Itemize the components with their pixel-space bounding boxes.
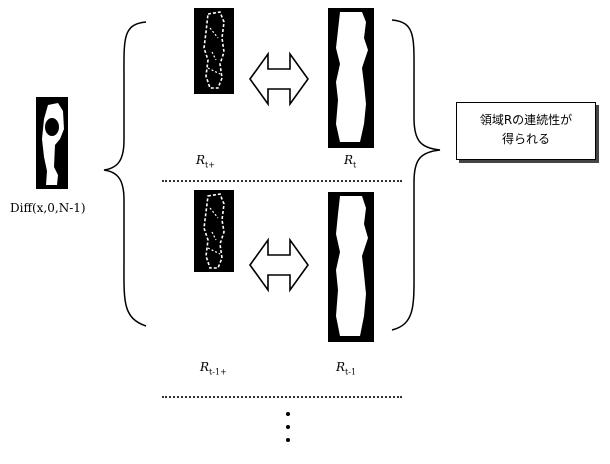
row1-left-image: [194, 8, 234, 94]
row1-left-label-main: R: [196, 153, 205, 167]
row2-right-label-sub: t-1: [345, 367, 356, 376]
source-figure-shape: [36, 97, 68, 189]
continuation-dot: [286, 438, 290, 442]
row1-right-image: [328, 8, 374, 148]
row1-left-label: Rt+: [196, 153, 215, 172]
row2-right-figure-shape: [328, 192, 374, 342]
row2-left-figure-shape: [194, 190, 234, 272]
row1-right-figure-shape: [328, 8, 374, 148]
result-note-line1: 領域Rの連続性が: [457, 111, 595, 130]
continuation-dots: [286, 412, 292, 451]
row1-left-figure-shape: [194, 8, 234, 94]
row2-left-image: [194, 190, 234, 272]
left-grouping-brace: [100, 20, 150, 330]
row1-separator: [162, 180, 402, 182]
source-label: Diff(x,0,N-1): [10, 201, 86, 215]
row1-double-arrow: [246, 50, 312, 108]
row1-right-label-sub: t: [353, 160, 356, 169]
row1-left-label-sub: t+: [205, 160, 215, 169]
continuation-dot: [286, 425, 290, 429]
row2-right-label-main: R: [336, 360, 345, 374]
right-grouping-brace: [388, 18, 444, 334]
row2-separator: [162, 396, 402, 398]
row1-right-label-main: R: [344, 153, 353, 167]
row1-right-label: Rt: [344, 153, 356, 172]
result-note-box: 領域Rの連続性が 得られる: [456, 102, 596, 160]
result-note-line2: 得られる: [457, 130, 595, 149]
row2-left-label-main: R: [200, 360, 209, 374]
row2-left-label-sub: t-1+: [209, 367, 227, 376]
continuation-dot: [286, 412, 290, 416]
row2-left-label: Rt-1+: [200, 360, 227, 379]
row2-double-arrow: [246, 236, 312, 294]
row2-right-image: [328, 192, 374, 342]
row2-right-label: Rt-1: [336, 360, 356, 379]
source-diff-image: [36, 97, 68, 189]
